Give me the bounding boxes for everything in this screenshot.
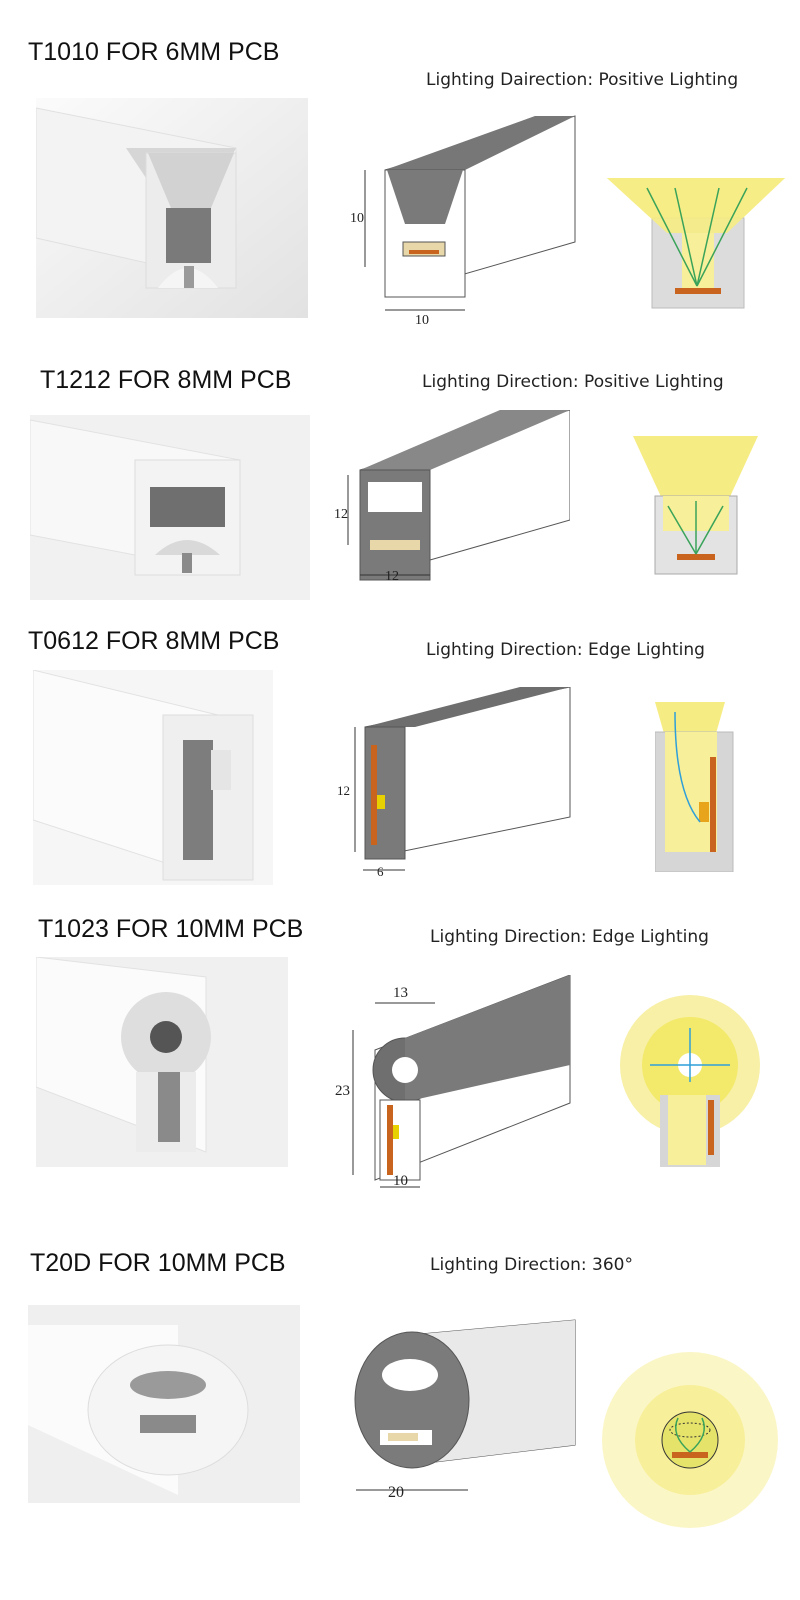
dimension-drawing: 12 6 bbox=[337, 687, 571, 879]
dimension-drawing: 20 bbox=[354, 1319, 576, 1501]
top-width-dimension: 13 bbox=[393, 985, 408, 1001]
product-title: T1010 FOR 6MM PCB bbox=[28, 38, 280, 66]
lighting-direction-label: Lighting Direction: 360° bbox=[430, 1255, 633, 1275]
product-title: T1212 FOR 8MM PCB bbox=[40, 366, 292, 394]
product-section-t0612: T0612 FOR 8MM PCB Lighting Direction: Ed… bbox=[0, 620, 800, 905]
product-title: T0612 FOR 8MM PCB bbox=[28, 627, 280, 655]
width-dimension: 6 bbox=[377, 864, 384, 879]
product-title: T1023 FOR 10MM PCB bbox=[38, 915, 304, 943]
product-section-t1023: T1023 FOR 10MM PCB Lighting Direction: E… bbox=[0, 905, 800, 1215]
lighting-diagram bbox=[655, 702, 734, 872]
height-dimension: 10 bbox=[350, 211, 364, 226]
product-photo bbox=[36, 98, 308, 318]
dimension-drawing: 12 12 bbox=[334, 410, 570, 584]
lighting-diagram bbox=[602, 1352, 778, 1528]
product-section-t1212: T1212 FOR 8MM PCB Lighting Direction: Po… bbox=[0, 340, 800, 620]
lighting-direction-label: Lighting Direction: Positive Lighting bbox=[422, 372, 724, 392]
product-photo bbox=[28, 1305, 300, 1503]
product-section-t20d: T20D FOR 10MM PCB Lighting Direction: 36… bbox=[0, 1215, 800, 1600]
lighting-direction-label: Lighting Direction: Edge Lighting bbox=[426, 640, 705, 660]
width-dimension: 10 bbox=[415, 313, 429, 327]
width-dimension: 20 bbox=[388, 1484, 404, 1501]
lighting-diagram bbox=[633, 436, 758, 575]
product-photo bbox=[30, 415, 310, 600]
product-photo bbox=[36, 957, 288, 1167]
product-photo bbox=[33, 670, 273, 885]
lighting-direction-label: Lighting Direction: Edge Lighting bbox=[430, 927, 709, 947]
dimension-drawing: 13 23 10 bbox=[335, 975, 571, 1189]
product-section-t1010: T1010 FOR 6MM PCB Lighting Dairection: P… bbox=[0, 0, 800, 340]
lighting-diagram bbox=[620, 995, 760, 1167]
width-dimension: 12 bbox=[385, 569, 399, 584]
height-dimension: 12 bbox=[337, 783, 350, 798]
dimension-drawing: 10 10 bbox=[350, 115, 576, 327]
product-title: T20D FOR 10MM PCB bbox=[30, 1249, 286, 1277]
width-dimension: 10 bbox=[393, 1173, 408, 1189]
lighting-direction-label: Lighting Dairection: Positive Lighting bbox=[426, 70, 739, 90]
height-dimension: 23 bbox=[335, 1083, 350, 1099]
height-dimension: 12 bbox=[334, 507, 348, 522]
lighting-diagram bbox=[607, 178, 785, 309]
